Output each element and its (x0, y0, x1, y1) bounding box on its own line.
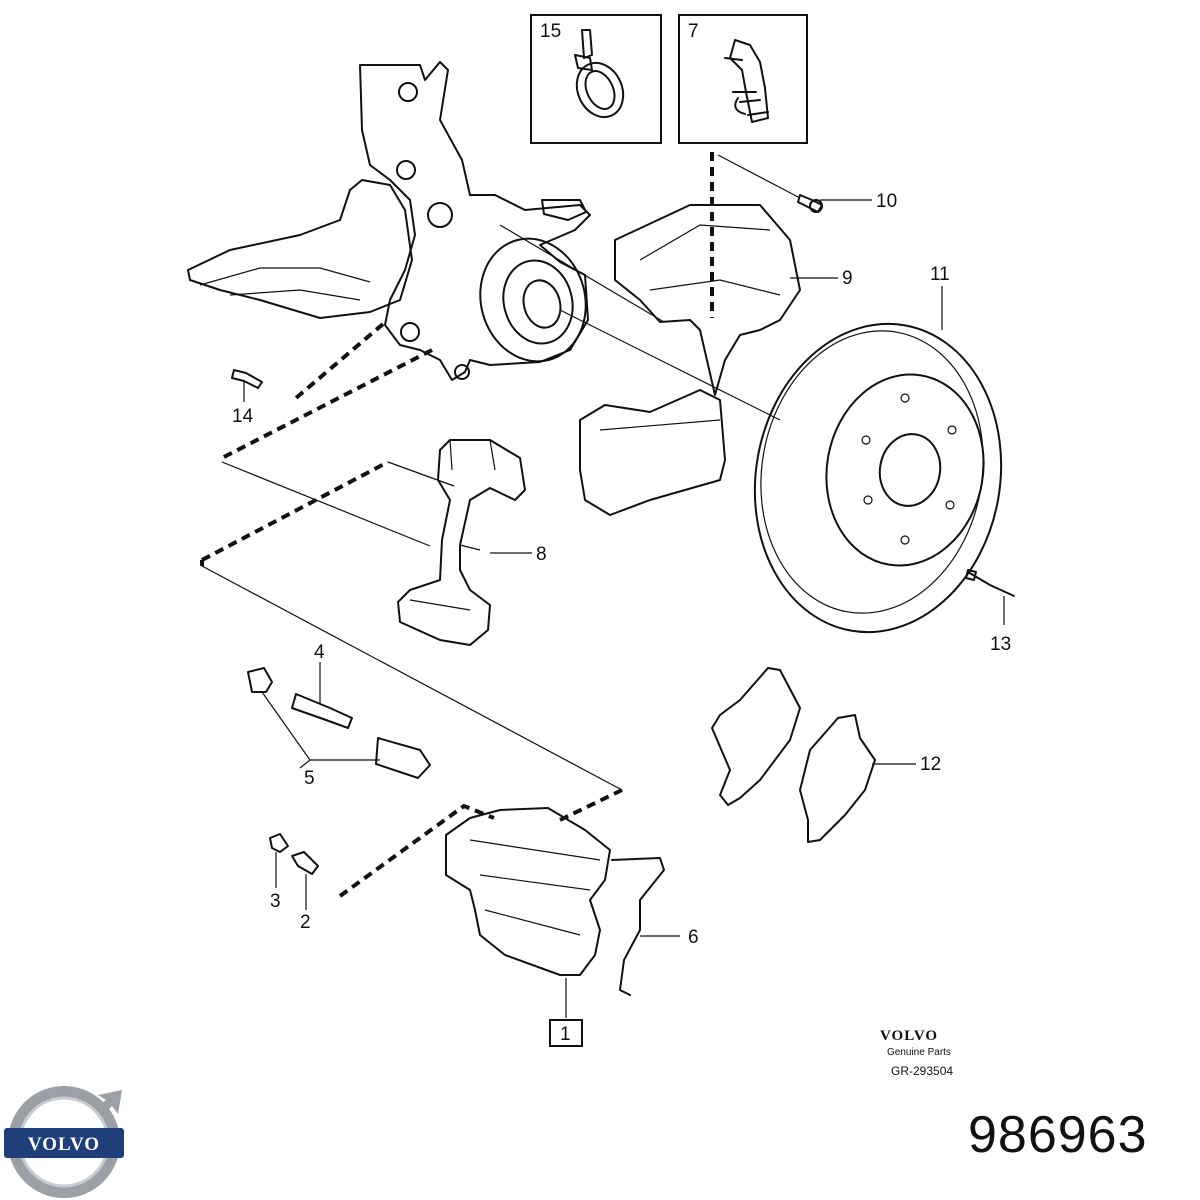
callout-3: 3 (270, 891, 281, 912)
guide-line-6 (717, 154, 801, 199)
steering-knuckle-assembly (187, 61, 591, 381)
brand-name: VOLVO (880, 1028, 939, 1044)
callout-12: 12 (920, 754, 941, 775)
inset-box-15: 15 (530, 14, 662, 144)
hose-clip-icon (724, 39, 769, 123)
callout-15: 15 (540, 21, 561, 42)
bolt-14 (231, 369, 263, 389)
volvo-logo: VOLVO (4, 1086, 124, 1198)
guide-line-1 (221, 461, 431, 547)
caliper-bracket (397, 439, 526, 646)
brake-pads (711, 667, 876, 843)
callout-6: 6 (688, 927, 699, 948)
screw-13 (965, 569, 1015, 597)
callout-1-box (549, 1019, 583, 1047)
callout-9: 9 (842, 268, 853, 289)
callout-2: 2 (300, 912, 311, 933)
bleeder-cap (269, 833, 289, 853)
bolt-10 (797, 194, 823, 213)
guide-line-3 (387, 461, 455, 487)
guide-pins (247, 667, 431, 779)
bleeder-screw (291, 851, 319, 875)
callout-14: 14 (232, 406, 254, 427)
callout-13: 13 (990, 634, 1011, 655)
logo-wordmark: VOLVO (28, 1134, 100, 1155)
brake-splash-shield (579, 204, 801, 516)
diagram-reference: GR-293504 (891, 1064, 954, 1078)
callout-4: 4 (314, 642, 325, 663)
dash-line-upper (220, 322, 433, 462)
guide-line-5 (559, 309, 781, 421)
brake-caliper (445, 807, 665, 996)
guide-line-2 (201, 565, 623, 791)
callout-5: 5 (304, 768, 315, 789)
callout-11: 11 (930, 264, 950, 285)
leader-5 (261, 691, 380, 769)
brand-subtitle: Genuine Parts (887, 1047, 951, 1058)
callout-8: 8 (536, 544, 547, 565)
cable-tie-clip-icon (574, 29, 625, 119)
brake-disc (753, 322, 1003, 634)
callout-10: 10 (876, 191, 897, 212)
inset-box-7: 7 (678, 14, 808, 144)
dash-line-lower (338, 788, 623, 898)
dash-line-middle (200, 460, 389, 566)
callout-1: 1 (560, 1024, 571, 1045)
callout-7: 7 (688, 21, 699, 42)
part-number: 986963 (968, 1106, 1148, 1164)
